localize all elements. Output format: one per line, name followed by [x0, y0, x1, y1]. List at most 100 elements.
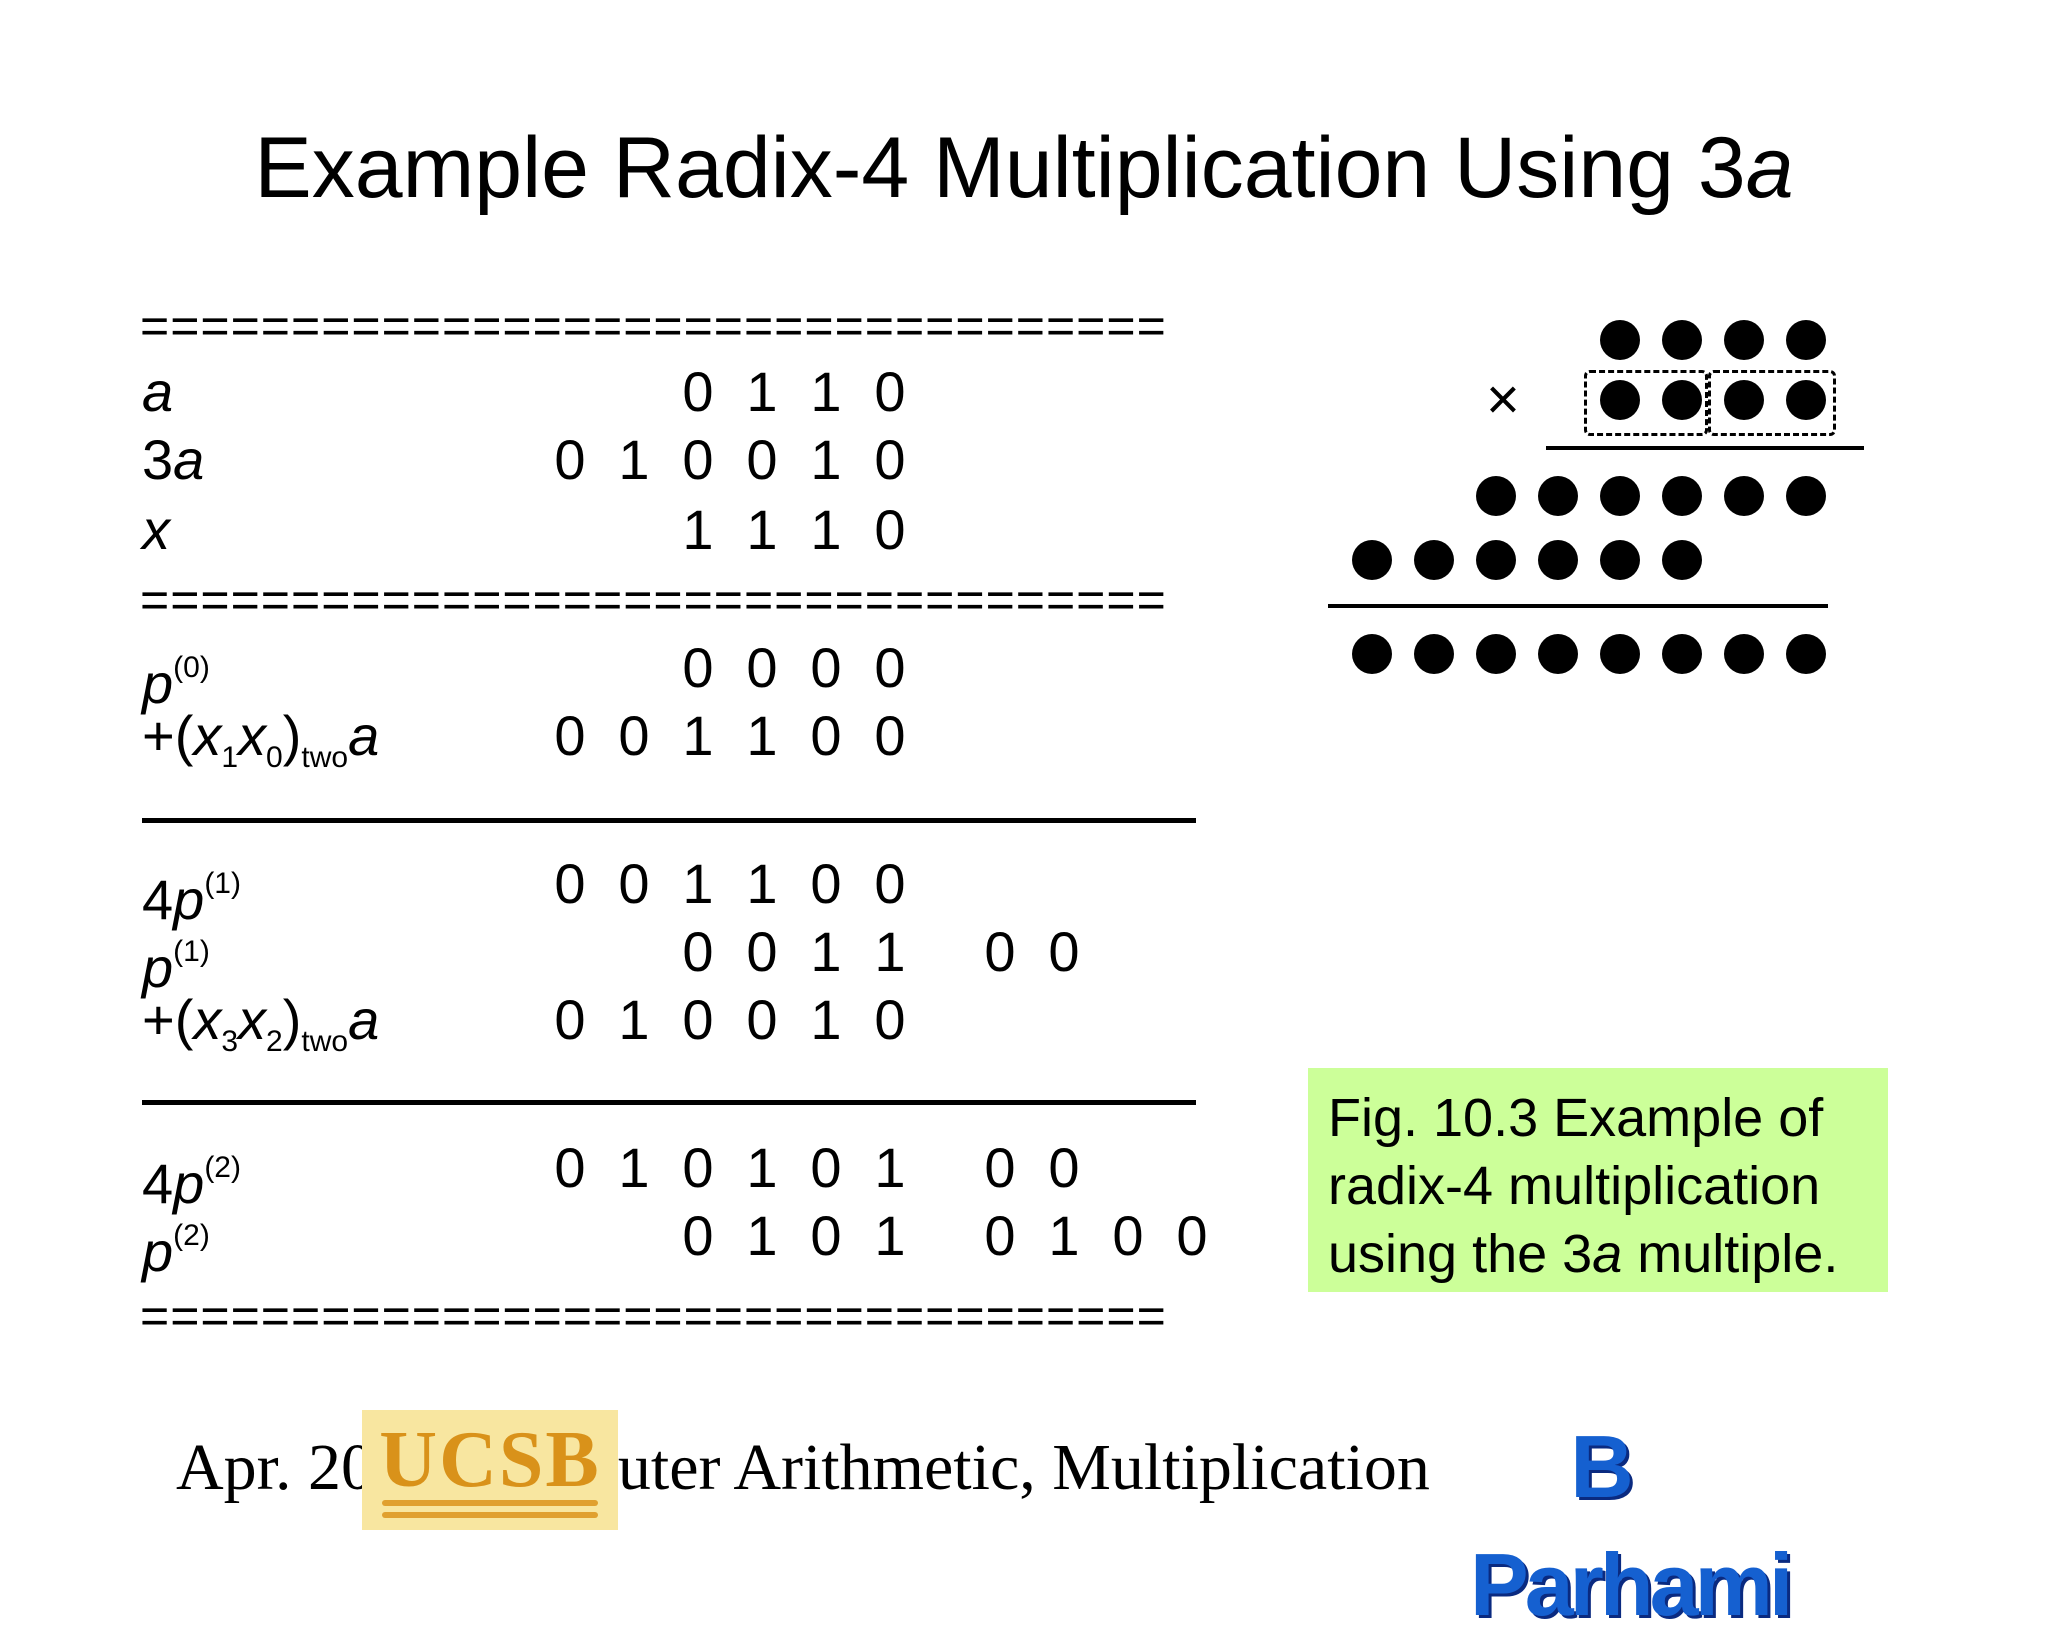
- partial-product-2-dot: [1476, 540, 1516, 580]
- digit-p2-low: 0: [984, 1204, 1016, 1267]
- add2-close: ): [282, 988, 302, 1051]
- digit-p2: 0: [810, 1204, 842, 1267]
- digit-p1: 0: [682, 920, 714, 983]
- label-4p1-num: 4: [142, 868, 174, 931]
- label-4p1-sup: (1): [204, 867, 241, 900]
- digit-p1: 1: [874, 920, 906, 983]
- digit-fourp2-low: 0: [984, 1136, 1016, 1199]
- digit-a: 1: [746, 360, 778, 423]
- label-p0-var: p: [142, 652, 174, 715]
- rule-1: [142, 818, 1196, 823]
- title-italic: a: [1745, 120, 1794, 216]
- digit-add1: 1: [682, 704, 714, 767]
- label-p2-sup: (2): [173, 1219, 210, 1252]
- digit-p1-low: 0: [984, 920, 1016, 983]
- label-4p2-sup: (2): [204, 1151, 241, 1184]
- add2-two: two: [301, 1025, 349, 1058]
- digit-x: 0: [874, 498, 906, 561]
- label-p0-sup: (0): [173, 651, 210, 684]
- separator-bottom: ==================================: [140, 1288, 1167, 1344]
- add1-s1: 1: [221, 741, 239, 774]
- partial-product-2-dot: [1414, 540, 1454, 580]
- digit-a: 0: [682, 360, 714, 423]
- digit-add1: 0: [618, 704, 650, 767]
- caption-line-2: radix-4 multiplication: [1328, 1156, 1821, 1216]
- multiplicand-dot: [1600, 320, 1640, 360]
- digit-three-a: 0: [554, 428, 586, 491]
- partial-product-1-dot: [1662, 476, 1702, 516]
- add1-two: two: [301, 741, 349, 774]
- digit-add1: 0: [554, 704, 586, 767]
- digit-p2: 0: [682, 1204, 714, 1267]
- product-dot: [1538, 634, 1578, 674]
- ucsb-logo-text: UCSB: [379, 1416, 601, 1504]
- partial-product-2-dot: [1538, 540, 1578, 580]
- label-p1-var: p: [142, 936, 174, 999]
- caption-line-3: using the 3a multiple.: [1328, 1220, 1868, 1288]
- add2-x2: x: [238, 988, 267, 1051]
- digit-x: 1: [682, 498, 714, 561]
- add2-open: +(: [142, 988, 194, 1051]
- label-3a: 3a: [142, 428, 204, 492]
- digit-fourp2: 1: [746, 1136, 778, 1199]
- multiplier-dot: [1724, 380, 1764, 420]
- digit-add2: 0: [874, 988, 906, 1051]
- digit-add2: 0: [746, 988, 778, 1051]
- ucsb-wave-1: [382, 1500, 598, 1506]
- label-add1: +(x1x0)twoa: [142, 704, 379, 790]
- partial-product-1-dot: [1600, 476, 1640, 516]
- digit-add1: 0: [874, 704, 906, 767]
- digit-add2: 1: [618, 988, 650, 1051]
- digit-pair-box-high: [1708, 370, 1836, 436]
- digit-x: 1: [810, 498, 842, 561]
- digit-three-a: 0: [682, 428, 714, 491]
- add1-x0: x: [238, 704, 267, 767]
- add1-x1: x: [193, 704, 222, 767]
- digit-three-a: 1: [618, 428, 650, 491]
- partial-product-1-dot: [1786, 476, 1826, 516]
- product-dot: [1724, 634, 1764, 674]
- digit-fourp1: 0: [618, 852, 650, 915]
- partial-product-1-dot: [1724, 476, 1764, 516]
- multiplicand-dot: [1662, 320, 1702, 360]
- label-4p2-num: 4: [142, 1152, 174, 1215]
- multiplicand-dot: [1724, 320, 1764, 360]
- digit-fourp2-low: 0: [1048, 1136, 1080, 1199]
- add1-s0: 0: [266, 741, 283, 774]
- digit-a: 1: [810, 360, 842, 423]
- digit-add1: 0: [810, 704, 842, 767]
- multiplicand-dot: [1786, 320, 1826, 360]
- digit-p0: 0: [746, 636, 778, 699]
- partial-product-2-dot: [1600, 540, 1640, 580]
- figure-caption: Fig. 10.3 Example of radix-4 multiplicat…: [1308, 1068, 1888, 1292]
- digit-add1: 1: [746, 704, 778, 767]
- digit-p2-low: 1: [1048, 1204, 1080, 1267]
- label-p2: p(2): [142, 1204, 210, 1284]
- product-dot: [1352, 634, 1392, 674]
- product-dot: [1662, 634, 1702, 674]
- product-dot: [1414, 634, 1454, 674]
- digit-p2-low: 0: [1176, 1204, 1208, 1267]
- label-p2-var: p: [142, 1220, 174, 1283]
- diagram-rule-top: [1546, 446, 1864, 450]
- diagram-rule-bottom: [1328, 604, 1828, 608]
- digit-pair-box-low: [1584, 370, 1708, 436]
- multiplier-dot: [1662, 380, 1702, 420]
- digit-p2: 1: [746, 1204, 778, 1267]
- digit-p1: 1: [810, 920, 842, 983]
- digit-p0: 0: [682, 636, 714, 699]
- separator-mid: ==================================: [140, 572, 1167, 628]
- label-4p2: 4p(2): [142, 1136, 241, 1216]
- digit-fourp2: 1: [618, 1136, 650, 1199]
- digit-three-a: 1: [810, 428, 842, 491]
- label-x: x: [142, 498, 170, 561]
- parhami-logo: B Parhami: [1470, 1417, 1793, 1634]
- caption-line-3-pre: using the 3: [1328, 1224, 1593, 1284]
- label-a: a: [142, 360, 174, 423]
- multiplier-dot: [1600, 380, 1640, 420]
- label-p0: p(0): [142, 636, 210, 716]
- product-dot: [1476, 634, 1516, 674]
- digit-p1-low: 0: [1048, 920, 1080, 983]
- label-4p1-var: p: [173, 868, 205, 931]
- add2-s2: 2: [266, 1025, 283, 1058]
